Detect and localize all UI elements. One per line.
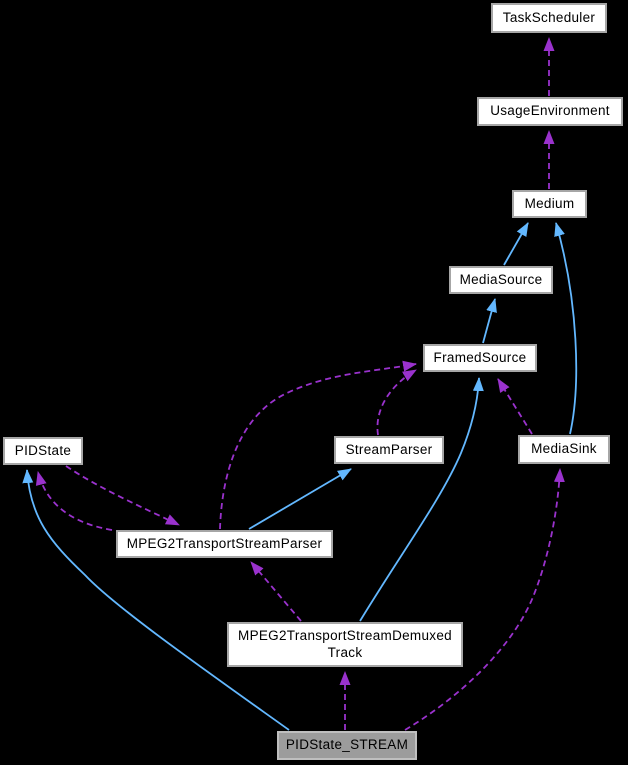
edge-mpeg2transportstreamparser-to-framedsource [219, 360, 417, 530]
node-mpeg2transportstreamdemuxedtrack[interactable]: MPEG2TransportStreamDemuxed Track [227, 622, 463, 667]
node-framedsource[interactable]: FramedSource [423, 344, 537, 372]
edge-pidstate_stream-to-pidstate [22, 469, 290, 731]
edge-framedsource-to-mediasource [482, 298, 497, 344]
edge-mpeg2transportstreamparser-to-streamparser [248, 468, 352, 530]
node-taskscheduler[interactable]: TaskScheduler [491, 3, 607, 33]
node-pidstate_stream-selected: PIDState_STREAM [277, 731, 417, 760]
node-medium[interactable]: Medium [512, 190, 587, 218]
edge-mpeg2transportstreamdemuxedtrack-to-framedsource [359, 377, 484, 622]
node-mediasink[interactable]: MediaSink [518, 435, 610, 464]
node-usageenvironment[interactable]: UsageEnvironment [477, 97, 623, 126]
node-streamparser[interactable]: StreamParser [334, 436, 444, 464]
edge-mpeg2transportstreamparser-to-pidstate [35, 471, 113, 531]
edge-mpeg2transportstreamdemuxedtrack-to-mpeg2transportstreamparser [250, 561, 302, 622]
node-mediasource[interactable]: MediaSource [449, 266, 553, 294]
edge-pidstate-to-mpeg2transportstreamparser [65, 465, 180, 526]
node-mpeg2transportstreamparser[interactable]: MPEG2TransportStreamParser [116, 530, 333, 558]
node-pidstate[interactable]: PIDState [3, 437, 83, 465]
edge-mediasource-to-medium [503, 222, 529, 266]
edge-pidstate_stream-to-mediasink [404, 468, 565, 731]
edge-mediasink-to-medium [554, 222, 578, 435]
edge-mediasink-to-framedsource [497, 378, 533, 435]
edge-streamparser-to-framedsource [376, 369, 417, 436]
